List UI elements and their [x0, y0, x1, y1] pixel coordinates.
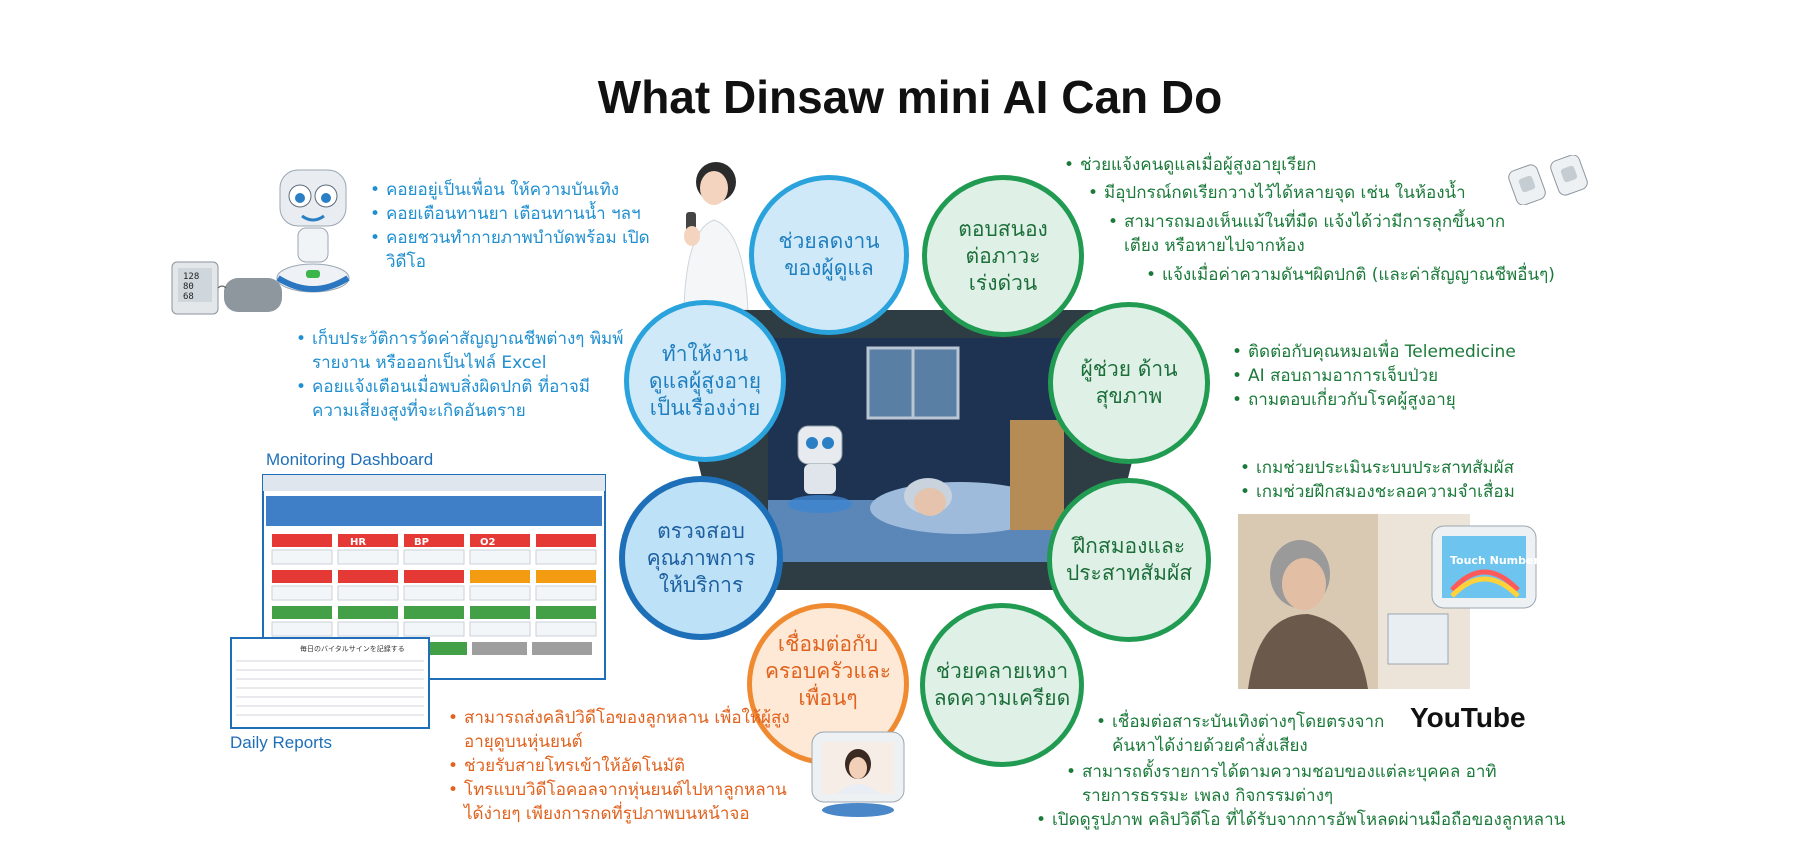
- emergency-bullets-2: มีอุปกรณ์กดเรียกวางไว้ได้หลายจุด เช่น ใน…: [1088, 181, 1508, 205]
- list-item: คอยอยู่เป็นเพื่อน ให้ความบันเทิง: [370, 178, 670, 202]
- circle-label: ช่วยลดงาน ของผู้ดูแล: [778, 229, 880, 280]
- relax-bullets-3: เปิดดูรูปภาพ คลิปวิดีโอ ที่ได้รับจากการอ…: [1036, 808, 1616, 832]
- circle-relax-stress: ช่วยคลายเหงา ลดความเครียด: [920, 603, 1084, 767]
- monitoring-dashboard-caption: Monitoring Dashboard: [266, 450, 434, 469]
- youtube-logo: YouTube: [1410, 702, 1526, 734]
- list-item: เกมช่วยฝึกสมองชะลอความจำเสื่อม: [1240, 480, 1600, 504]
- list-item: ติดต่อกับคุณหมอเพื่อ Telemedicine: [1232, 340, 1592, 364]
- list-item: ถามตอบเกี่ยวกับโรคผู้สูงอายุ: [1232, 388, 1592, 412]
- circle-reduce-caregiver-work: ช่วยลดงาน ของผู้ดูแล: [749, 175, 909, 335]
- youtube-logo-text: YouTube: [1410, 702, 1526, 733]
- daily-reports-caption: Daily Reports: [230, 733, 333, 752]
- daily-report-screenshot: 毎日のバイタルサインを記録する: [230, 637, 430, 729]
- game-logo-text: Touch Number: [1450, 554, 1538, 567]
- list-item: เกมช่วยประเมินระบบประสาทสัมผัส: [1240, 456, 1600, 480]
- list-item: คอยแจ้งเตือนเมื่อพบสิ่งผิดปกติ ที่อาจมีค…: [296, 375, 626, 423]
- circle-label: ช่วยคลายเหงา ลดความเครียด: [933, 659, 1071, 710]
- emergency-bullets-1: ช่วยแจ้งคนดูแลเมื่อผู้สูงอายุเรียก: [1064, 153, 1464, 177]
- blood-pressure-monitor-illustration: 128 80 68: [171, 261, 282, 315]
- list-item: ช่วยรับสายโทรเข้าให้อัตโนมัติ: [448, 754, 808, 778]
- family-bullets: สามารถส่งคลิปวิดีโอของลูกหลาน เพื่อให้ผู…: [448, 706, 808, 826]
- center-photo: [695, 310, 1135, 590]
- list-item: สามารถตั้งรายการได้ตามความชอบของแต่ละบุค…: [1066, 760, 1536, 808]
- circle-label: ผู้ช่วย ด้านสุขภาพ: [1080, 357, 1178, 408]
- circle-label: ตอบสนอง ต่อภาวะ เร่งด่วน: [958, 216, 1048, 295]
- bp-reading-3: 68: [183, 292, 194, 302]
- record-bullets: เก็บประวัติการวัดค่าสัญญาณชีพต่างๆ พิมพ์…: [296, 327, 626, 423]
- companion-bullets: คอยอยู่เป็นเพื่อน ให้ความบันเทิง คอยเตือ…: [370, 178, 670, 274]
- circle-label: ตรวจสอบ คุณภาพการ ให้บริการ: [646, 518, 756, 597]
- list-item: ช่วยแจ้งคนดูแลเมื่อผู้สูงอายุเรียก: [1064, 153, 1464, 177]
- robot-illustration: [276, 169, 350, 293]
- bp-reading-1: 128: [183, 272, 199, 282]
- health-bullets: ติดต่อกับคุณหมอเพื่อ Telemedicine AI สอบ…: [1232, 340, 1592, 412]
- circle-label: เชื่อมต่อกับ ครอบครัวและ เพื่อนๆ: [764, 631, 892, 710]
- list-item: AI สอบถามอาการเจ็บป่วย: [1232, 364, 1592, 388]
- caregiver-with-phone-illustration: [683, 162, 749, 310]
- page-title: What Dinsaw mini AI Can Do: [597, 71, 1223, 123]
- list-item: คอยชวนทำกายภาพบำบัดพร้อม เปิดวิดีโอ: [370, 226, 670, 274]
- relax-bullets-1: เชื่อมต่อสาระบันเทิงต่างๆโดยตรงจาก ค้นหา…: [1096, 710, 1406, 758]
- report-title: 毎日のバイタルサインを記録する: [300, 644, 405, 653]
- call-button-devices-illustration: [1508, 155, 1588, 205]
- bp-reading-2: 80: [183, 282, 194, 292]
- circle-emergency-response: ตอบสนอง ต่อภาวะ เร่งด่วน: [922, 175, 1084, 337]
- brain-bullets: เกมช่วยประเมินระบบประสาทสัมผัส เกมช่วยฝึ…: [1240, 456, 1600, 504]
- list-item: มีอุปกรณ์กดเรียกวางไว้ได้หลายจุด เช่น ใน…: [1088, 181, 1508, 205]
- hr-label: HR: [350, 537, 366, 548]
- list-item: เปิดดูรูปภาพ คลิปวิดีโอ ที่ได้รับจากการอ…: [1036, 808, 1616, 832]
- emergency-bullets-3: สามารถมองเห็นแม้ในที่มืด แจ้งได้ว่ามีการ…: [1108, 210, 1508, 258]
- circle-health-assistant: ผู้ช่วย ด้านสุขภาพ: [1048, 302, 1210, 464]
- list-item: สามารถส่งคลิปวิดีโอของลูกหลาน เพื่อให้ผู…: [448, 706, 808, 754]
- elderly-game-photo: Touch Number: [1238, 514, 1538, 689]
- list-item: เก็บประวัติการวัดค่าสัญญาณชีพต่างๆ พิมพ์…: [296, 327, 626, 375]
- list-item: สามารถมองเห็นแม้ในที่มืด แจ้งได้ว่ามีการ…: [1108, 210, 1508, 258]
- circle-brain-training: ฝึกสมองและ ประสาทสัมผัส: [1047, 478, 1211, 642]
- circle-label: ทำให้งาน ดูแลผู้สูงอายุ เป็นเรื่องง่าย: [648, 341, 762, 420]
- list-item: แจ้งเมื่อค่าความดันฯผิดปกติ (และค่าสัญญา…: [1146, 263, 1646, 287]
- list-item: คอยเตือนทานยา เตือนทานน้ำ ฯลฯ: [370, 202, 670, 226]
- circle-label: ฝึกสมองและ ประสาทสัมผัส: [1065, 534, 1193, 585]
- relax-bullets-2: สามารถตั้งรายการได้ตามความชอบของแต่ละบุค…: [1066, 760, 1536, 808]
- o2-label: O2: [480, 537, 496, 548]
- circle-service-quality: ตรวจสอบ คุณภาพการ ให้บริการ: [619, 476, 783, 640]
- emergency-bullets-4: แจ้งเมื่อค่าความดันฯผิดปกติ (และค่าสัญญา…: [1146, 263, 1646, 287]
- circle-easy-elderly-care: ทำให้งาน ดูแลผู้สูงอายุ เป็นเรื่องง่าย: [624, 300, 786, 462]
- list-item: โทรแบบวิดีโอคอลจากหุ่นยนต์ไปหาลูกหลาน ได…: [448, 778, 808, 826]
- video-call-robot-illustration: [811, 731, 905, 817]
- bp-label: BP: [414, 537, 429, 548]
- list-item: เชื่อมต่อสาระบันเทิงต่างๆโดยตรงจาก ค้นหา…: [1096, 710, 1406, 758]
